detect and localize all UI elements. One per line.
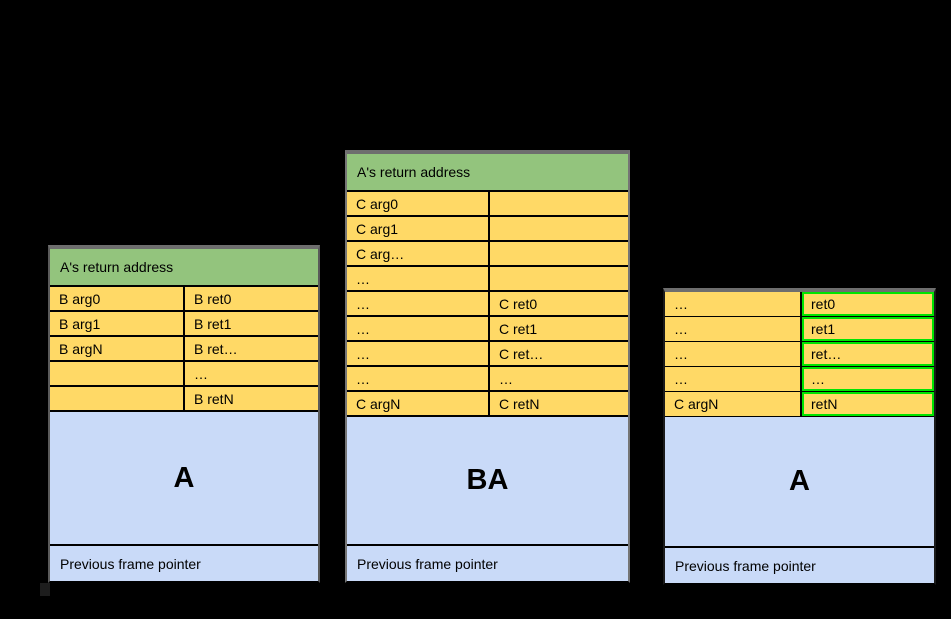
stack-row: … ret… <box>665 342 934 367</box>
arg-cell: … <box>665 317 802 341</box>
corner-artifact <box>40 583 50 596</box>
arg-cell: … <box>665 292 802 316</box>
arg-cell <box>50 362 185 385</box>
previous-frame-pointer-row: Previous frame pointer <box>665 546 934 583</box>
ret-cell: B retN <box>194 390 234 407</box>
arg-cell: C arg… <box>347 242 490 265</box>
frame-label: BA <box>347 417 628 544</box>
stack-row: B retN <box>50 387 318 412</box>
stack-row: … <box>347 267 628 292</box>
stack-row: C argN retN <box>665 392 934 417</box>
highlighted-ret-cell: … <box>802 367 934 391</box>
stack-frame-right: … ret0 … ret1 … ret… … … C argN retN A P… <box>663 288 936 585</box>
arg-cell: C argN <box>665 392 802 416</box>
ret-cell <box>490 217 628 240</box>
stack-row: C arg… <box>347 242 628 267</box>
ret-cell <box>490 192 628 215</box>
stack-row: … … <box>665 367 934 392</box>
stack-row: … C ret1 <box>347 317 628 342</box>
ret-cell: C ret… <box>499 345 544 362</box>
arg-cell: B arg0 <box>50 287 185 310</box>
stack-row: C arg1 <box>347 217 628 242</box>
stack-frame-middle: A's return address C arg0 C arg1 C arg… … <box>345 150 630 583</box>
stack-row: B arg1 B ret1 <box>50 312 318 337</box>
highlighted-ret-cell: ret… <box>802 342 934 366</box>
stack-row: … C ret… <box>347 342 628 367</box>
stack-row: C arg0 <box>347 192 628 217</box>
stack-row: B arg0 B ret0 <box>50 287 318 312</box>
arg-cell: … <box>347 367 490 390</box>
arg-cell: … <box>665 367 802 391</box>
arg-cell: … <box>665 342 802 366</box>
arg-cell: … <box>347 342 490 365</box>
return-address-header: A's return address <box>50 249 318 287</box>
stack-row: … <box>50 362 318 387</box>
arg-cell: C argN <box>347 392 490 415</box>
previous-frame-pointer-row: Previous frame pointer <box>50 544 318 581</box>
ret-cell: C ret1 <box>499 320 538 337</box>
arg-cell: B arg1 <box>50 312 185 335</box>
ret-cell: B ret0 <box>194 290 232 307</box>
arg-cell: … <box>347 292 490 315</box>
arg-cell: C arg1 <box>347 217 490 240</box>
stack-row: … ret1 <box>665 317 934 342</box>
frame-label: A <box>50 412 318 544</box>
highlighted-ret-cell: ret0 <box>802 292 934 316</box>
highlighted-ret-cell: ret1 <box>802 317 934 341</box>
ret-cell: C ret0 <box>499 295 538 312</box>
arg-cell: C arg0 <box>347 192 490 215</box>
ret-cell: … <box>499 370 513 387</box>
arg-cell: … <box>347 267 490 290</box>
stack-row: C argN C retN <box>347 392 628 417</box>
arg-cell <box>50 387 185 410</box>
stack-row: B argN B ret… <box>50 337 318 362</box>
ret-cell: B ret1 <box>194 315 232 332</box>
return-address-header: A's return address <box>347 154 628 192</box>
previous-frame-pointer-row: Previous frame pointer <box>347 544 628 581</box>
ret-cell: C retN <box>499 395 540 412</box>
stack-row: … … <box>347 367 628 392</box>
ret-cell: B ret… <box>194 340 238 357</box>
ret-cell <box>490 242 628 265</box>
arg-cell: … <box>347 317 490 340</box>
ret-cell: … <box>194 365 208 382</box>
arg-cell: B argN <box>50 337 185 360</box>
stack-frame-left: A's return address B arg0 B ret0 B arg1 … <box>48 245 320 583</box>
highlighted-ret-cell: retN <box>802 392 934 416</box>
stack-row: … C ret0 <box>347 292 628 317</box>
ret-cell <box>490 267 628 290</box>
stack-row: … ret0 <box>665 292 934 317</box>
frame-label: A <box>665 417 934 546</box>
